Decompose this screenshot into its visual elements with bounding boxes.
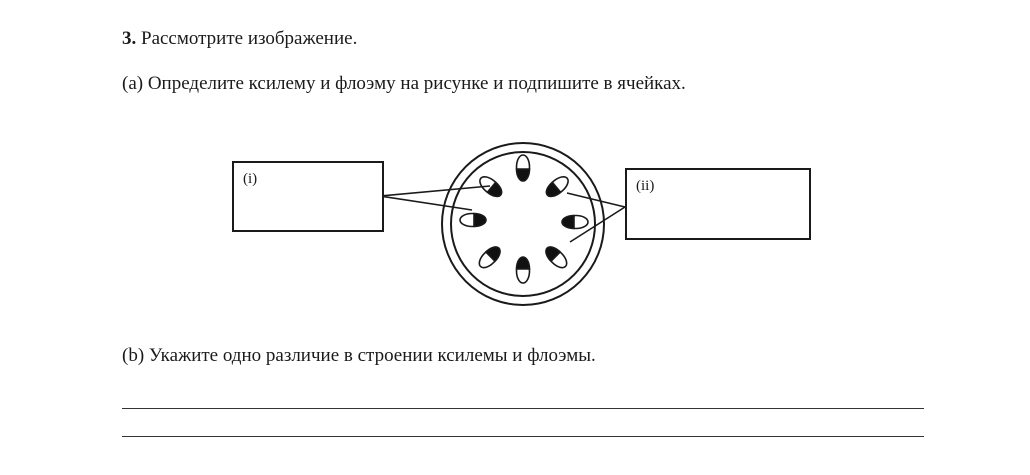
vascular-bundle <box>459 212 487 228</box>
question-number: 3. <box>122 28 137 49</box>
pointer-lines-ii <box>566 192 626 243</box>
vascular-bundle <box>545 246 568 269</box>
question-heading: 3. Рассмотрите изображение. <box>122 28 357 50</box>
stem-inner-ring <box>450 151 596 297</box>
answer-box-ii[interactable]: (ii) <box>625 168 811 240</box>
question-prompt: Рассмотрите изображение. <box>141 28 358 49</box>
part-a-instruction: (a) Определите ксилему и флоэму на рисун… <box>122 73 686 94</box>
vascular-bundle <box>545 176 569 198</box>
vascular-bundle <box>561 214 589 230</box>
answer-line[interactable] <box>122 436 924 437</box>
part-b-instruction: (b) Укажите одно различие в строении кси… <box>122 345 596 366</box>
box-label-i: (i) <box>243 171 258 187</box>
vascular-bundle <box>515 154 531 182</box>
vascular-bundles <box>459 154 589 284</box>
vascular-bundle <box>478 246 501 269</box>
box-label-ii: (ii) <box>636 178 655 194</box>
answer-line[interactable] <box>122 408 924 409</box>
answer-box-i[interactable]: (i) <box>232 161 384 232</box>
pointer-lines-i <box>379 185 491 211</box>
stem-outer-ring <box>441 142 605 306</box>
vascular-bundle <box>515 256 531 284</box>
